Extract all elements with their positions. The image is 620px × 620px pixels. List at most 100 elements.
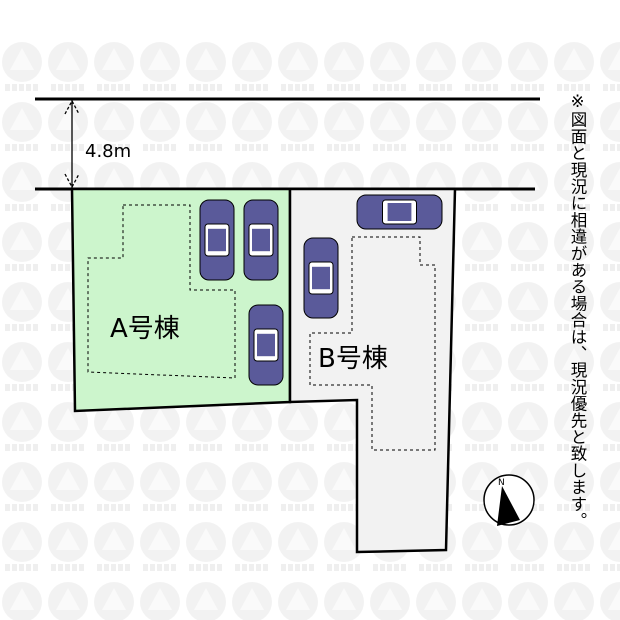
watermark-logo <box>462 402 502 451</box>
watermark-logo <box>508 162 548 211</box>
watermark-logo <box>48 522 88 571</box>
watermark-logo <box>508 402 548 451</box>
watermark-logo <box>416 582 456 620</box>
watermark-logo <box>48 42 88 91</box>
watermark-logo <box>462 42 502 91</box>
watermark-logo <box>324 102 364 151</box>
watermark-logo <box>600 342 620 391</box>
watermark-logo <box>2 522 42 571</box>
watermark-logo <box>462 102 502 151</box>
watermark-logo <box>324 42 364 91</box>
watermark-logo <box>2 222 42 271</box>
watermark-logo <box>186 102 226 151</box>
watermark-logo <box>508 42 548 91</box>
car-icon <box>248 304 284 386</box>
watermark-logo <box>2 162 42 211</box>
road-width-label: 4.8m <box>85 141 131 162</box>
watermark-logo <box>186 582 226 620</box>
watermark-logo <box>370 102 410 151</box>
watermark-logo <box>554 102 594 151</box>
car-icon <box>243 199 279 281</box>
watermark-logo <box>462 222 502 271</box>
car-icon <box>303 237 339 319</box>
watermark-logo <box>554 402 594 451</box>
watermark-logo <box>508 102 548 151</box>
watermark-logo <box>94 582 134 620</box>
watermark-logo <box>2 462 42 511</box>
watermark-logo <box>2 42 42 91</box>
watermark-logo <box>462 522 502 571</box>
watermark-logo <box>232 402 272 451</box>
watermark-logo <box>140 102 180 151</box>
car-icon <box>199 199 235 281</box>
compass-north-letter: N <box>498 478 505 488</box>
car-icon <box>356 194 443 230</box>
watermark-logo <box>508 222 548 271</box>
watermark-logo <box>324 582 364 620</box>
watermark-logo <box>2 582 42 620</box>
watermark-logo <box>370 582 410 620</box>
watermark-logo <box>554 522 594 571</box>
watermark-logo <box>2 342 42 391</box>
watermark-logo <box>508 522 548 571</box>
watermark-logo <box>278 42 318 91</box>
watermark-logo <box>324 462 364 511</box>
watermark-logo <box>554 42 594 91</box>
watermark-logo <box>600 462 620 511</box>
watermark-logo <box>140 582 180 620</box>
watermark-logo <box>416 42 456 91</box>
watermark-logo <box>554 462 594 511</box>
watermark-logo <box>232 522 272 571</box>
watermark-logo <box>140 462 180 511</box>
watermark-logo <box>508 582 548 620</box>
watermark-logo <box>232 102 272 151</box>
watermark-logo <box>462 162 502 211</box>
watermark-logo <box>554 282 594 331</box>
watermark-logo <box>508 282 548 331</box>
disclaimer-note: ※図面と現況に相違がある場合は、現況優先と致します。 <box>568 92 587 529</box>
watermark-logo <box>232 42 272 91</box>
watermark-logo <box>462 282 502 331</box>
watermark-logo <box>600 522 620 571</box>
watermark-logo <box>278 462 318 511</box>
watermark-logo <box>600 42 620 91</box>
road-width-dimension <box>64 99 80 189</box>
watermark-logo <box>186 42 226 91</box>
watermark-logo <box>186 522 226 571</box>
watermark-logo <box>324 522 364 571</box>
watermark-logo <box>94 462 134 511</box>
watermark-logo <box>554 222 594 271</box>
watermark-logo <box>462 342 502 391</box>
watermark-logo <box>416 102 456 151</box>
watermark-logo <box>600 162 620 211</box>
watermark-logo <box>48 582 88 620</box>
watermark-logo <box>600 582 620 620</box>
watermark-logo <box>94 402 134 451</box>
watermark-logo <box>278 102 318 151</box>
watermark-logo <box>140 522 180 571</box>
watermark-logo <box>278 402 318 451</box>
lot-b-label: B号棟 <box>318 344 388 374</box>
watermark-logo <box>140 42 180 91</box>
watermark-logo <box>2 102 42 151</box>
watermark-logo <box>600 402 620 451</box>
watermark-logo <box>2 402 42 451</box>
building-b-outline <box>309 236 436 451</box>
watermark-logo <box>2 282 42 331</box>
watermark-logo <box>232 462 272 511</box>
watermark-logo <box>600 222 620 271</box>
watermark-logo <box>554 162 594 211</box>
lot-a-label: A号棟 <box>110 314 180 344</box>
watermark-logo <box>94 42 134 91</box>
watermark-logo <box>600 282 620 331</box>
watermark-logo <box>600 102 620 151</box>
watermark-logo <box>186 462 226 511</box>
watermark-logo <box>186 402 226 451</box>
watermark-logo <box>462 582 502 620</box>
watermark-logo <box>48 462 88 511</box>
watermark-logo <box>278 522 318 571</box>
watermark-logo <box>140 402 180 451</box>
watermark-logo <box>94 522 134 571</box>
